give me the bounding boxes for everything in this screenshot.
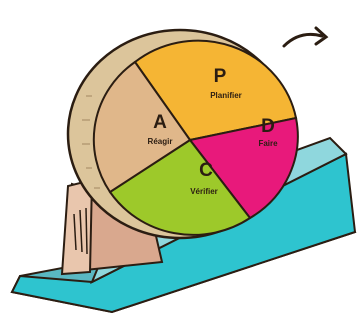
segment-plan-letter: P — [214, 66, 227, 87]
segment-do-word: Faire — [258, 139, 278, 148]
pdca-wheel: P Planifier D Faire C Vérifier A Réagir — [68, 30, 298, 238]
segment-plan-word: Planifier — [210, 91, 242, 100]
segment-act-letter: A — [153, 112, 167, 133]
segment-check-letter: C — [199, 160, 213, 181]
rotation-arrow-icon — [284, 28, 326, 46]
segment-do-letter: D — [261, 116, 275, 137]
segment-check-word: Vérifier — [190, 187, 218, 196]
segment-act-word: Réagir — [148, 137, 173, 146]
